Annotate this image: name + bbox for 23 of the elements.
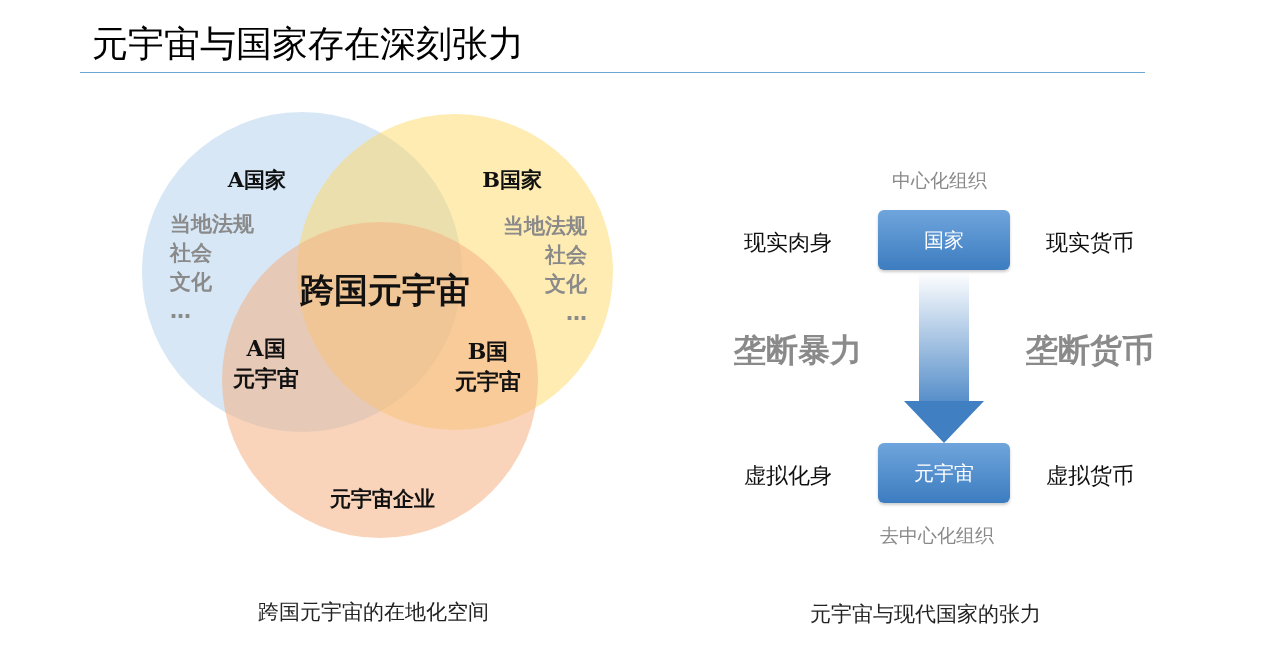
panel-caption: 元宇宙与现代国家的张力 xyxy=(810,601,1041,628)
side-label: 现实货币 xyxy=(1046,229,1134,257)
circle-heading: 元宇宙企业 xyxy=(328,485,436,513)
panel-caption: 跨国元宇宙的在地化空间 xyxy=(258,599,489,626)
box-label: 元宇宙 xyxy=(914,459,974,487)
side-label: 垄断暴力 xyxy=(734,330,862,371)
circle-heading: A国家 xyxy=(226,166,288,194)
process-box xyxy=(878,210,1010,270)
side-label: 垄断货币 xyxy=(1026,330,1154,371)
process-box xyxy=(878,443,1010,503)
title: 元宇宙与国家存在深刻张力 xyxy=(92,22,524,66)
node-caption: 中心化组织 xyxy=(892,168,987,193)
circle-list: 当地法规社会文化… xyxy=(170,210,270,326)
venn-overlap-label: B国元宇宙 xyxy=(454,337,522,396)
venn-overlap-label: A国元宇宙 xyxy=(232,334,300,393)
side-label: 虚拟货币 xyxy=(1046,462,1134,490)
circle-list: 当地法规社会文化… xyxy=(487,212,587,328)
circle-heading: B国家 xyxy=(481,166,543,194)
box-label: 国家 xyxy=(924,226,964,254)
side-label: 现实肉身 xyxy=(744,229,832,257)
side-label: 虚拟化身 xyxy=(744,462,832,490)
node-caption: 去中心化组织 xyxy=(880,523,994,548)
venn-overlap-label: 跨国元宇宙 xyxy=(300,269,470,312)
